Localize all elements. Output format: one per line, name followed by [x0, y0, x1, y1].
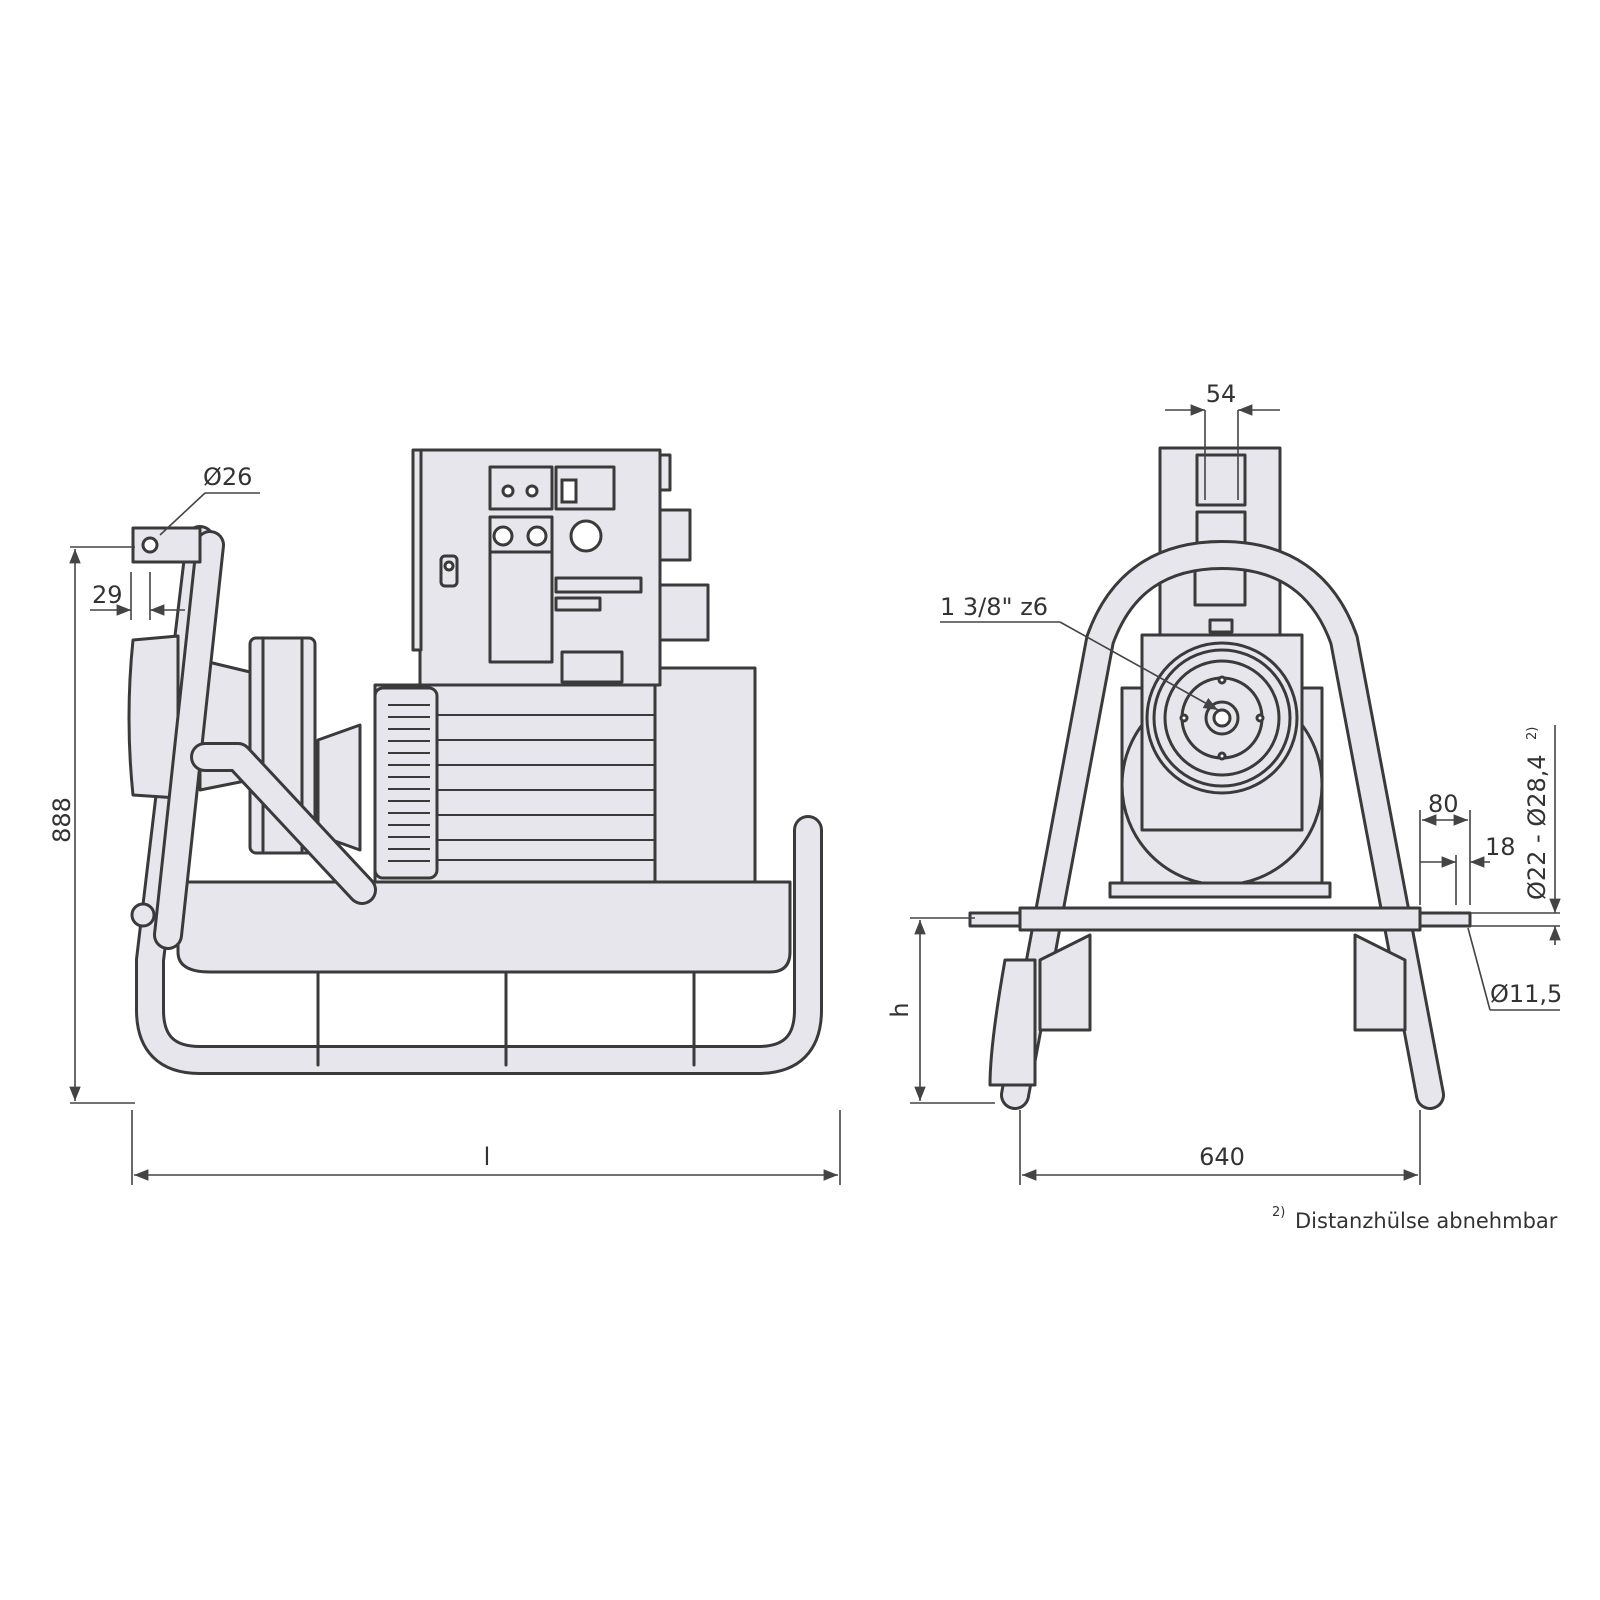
dim-height-h: h	[886, 1002, 914, 1017]
footnote-marker: 2)	[1272, 1205, 1285, 1220]
side-dimensions	[69, 492, 841, 1185]
a-frame	[1000, 540, 1445, 1110]
dim-pin-length: 80	[1428, 790, 1459, 818]
dim-width: 640	[1199, 1143, 1245, 1171]
dim-height: 888	[48, 797, 76, 843]
dim-shaft-width: 54	[1206, 380, 1237, 408]
dim-pin-inner: 18	[1485, 833, 1516, 861]
mounting-plate	[1018, 906, 1422, 932]
side-view: Ø26 29 888 l	[48, 448, 841, 1185]
front-view: 54 1 3/8" z6 80 18 Ø22 - Ø28,4 2) Ø11,5 …	[886, 380, 1562, 1185]
dim-hole-diameter: Ø11,5	[1490, 980, 1562, 1008]
footnote-text: Distanzhülse abnehmbar	[1295, 1209, 1558, 1233]
base-plate	[176, 880, 792, 974]
front-dimensions	[910, 404, 1561, 1185]
alternator-front	[1108, 633, 1332, 899]
dim-diameter-eye: Ø26	[203, 463, 252, 491]
foot-left	[988, 958, 1037, 1087]
dim-eye-offset: 29	[92, 581, 123, 609]
control-box	[411, 448, 710, 687]
handle-bar	[130, 526, 377, 950]
foot-right	[1353, 933, 1407, 1032]
pin-left	[968, 911, 1022, 928]
dim-shaft-spec: 1 3/8" z6	[940, 593, 1048, 621]
pin-right	[1418, 911, 1472, 928]
dim-pin-diameter: Ø22 - Ø28,4	[1523, 754, 1551, 900]
dim-length: l	[484, 1143, 491, 1171]
sled-frame	[135, 525, 823, 1075]
dim-pin-diameter-note: 2)	[1525, 727, 1540, 740]
